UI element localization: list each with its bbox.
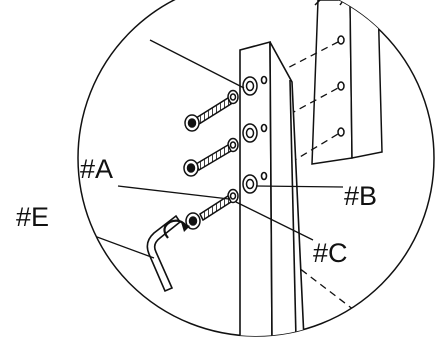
- leader-line-top: [149, 39, 245, 89]
- label-c: #C: [313, 238, 348, 268]
- rotation-arrow-icon: [163, 219, 190, 239]
- bolt-assembly-middle: [183, 123, 258, 177]
- label-b: #B: [344, 181, 377, 211]
- detail-contents: [78, 0, 393, 336]
- bolt-assembly-top: [184, 76, 258, 132]
- leader-line-b: [255, 185, 344, 188]
- back-panel: [311, 0, 383, 165]
- leader-line-c: [235, 201, 314, 241]
- bolt-assembly-bottom: [185, 174, 258, 230]
- label-e: #E: [16, 202, 49, 232]
- hex-key-icon: [146, 214, 182, 293]
- leader-line-a: [117, 185, 230, 200]
- leader-line-e: [78, 223, 155, 259]
- front-leg: [239, 40, 305, 336]
- leader-lines: [78, 39, 344, 259]
- label-a: #A: [80, 154, 113, 184]
